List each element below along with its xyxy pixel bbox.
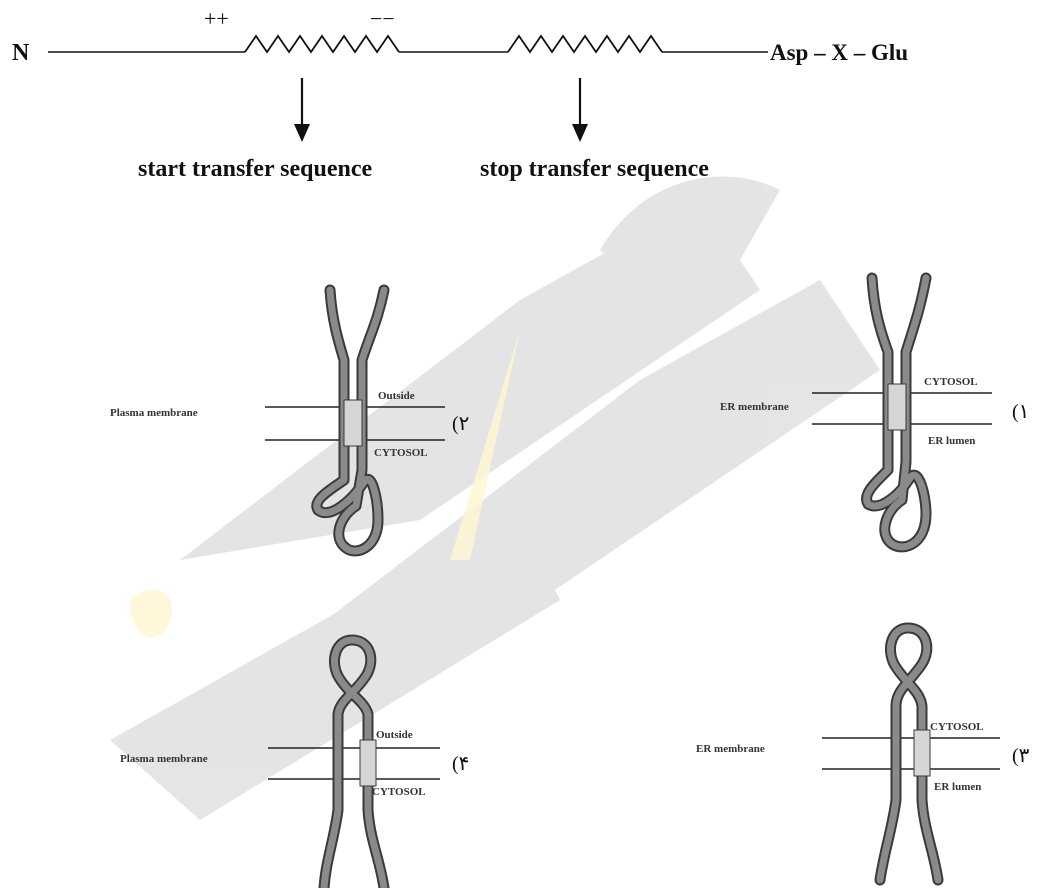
protein-sequence-diagram: N Asp – X – Glu ++ −− start transfer seq… <box>12 6 908 182</box>
membrane-label: Plasma membrane <box>120 753 208 765</box>
protein-chain <box>867 278 926 547</box>
lower-side-label: ER lumen <box>934 781 981 793</box>
transmembrane-helix <box>888 384 906 430</box>
option-3-panel: ER membrane CYTOSOL ER lumen (۳ <box>696 628 1030 880</box>
upper-side-label: Outside <box>378 390 415 402</box>
transmembrane-helix <box>344 400 362 446</box>
lower-side-label: CYTOSOL <box>374 447 428 459</box>
n-terminus-label: N <box>12 40 30 66</box>
start-transfer-helix <box>245 36 399 52</box>
start-arrow-head <box>294 124 310 142</box>
stop-arrow-head <box>572 124 588 142</box>
positive-charges-label: ++ <box>204 6 229 31</box>
start-transfer-label: start transfer sequence <box>138 156 373 182</box>
membrane-label: Plasma membrane <box>110 407 198 419</box>
upper-side-label: CYTOSOL <box>924 376 978 388</box>
option-number: (۱ <box>1012 401 1029 423</box>
lower-side-label: CYTOSOL <box>372 786 426 798</box>
lower-side-label: ER lumen <box>928 435 975 447</box>
option-number: (۴ <box>452 753 469 775</box>
membrane-label: ER membrane <box>696 743 765 755</box>
stop-transfer-label: stop transfer sequence <box>480 156 709 182</box>
watermark <box>110 177 880 821</box>
upper-side-label: CYTOSOL <box>930 721 984 733</box>
option-number: (۳ <box>1012 745 1030 767</box>
transmembrane-helix <box>914 730 930 776</box>
c-terminus-label: Asp – X – Glu <box>770 40 908 65</box>
transmembrane-helix <box>360 740 376 786</box>
upper-side-label: Outside <box>376 729 413 741</box>
negative-charges-label: −− <box>370 6 395 31</box>
option-number: (۲ <box>452 413 469 435</box>
stop-transfer-helix <box>508 36 662 52</box>
protein-chain <box>880 628 938 880</box>
membrane-label: ER membrane <box>720 401 789 413</box>
